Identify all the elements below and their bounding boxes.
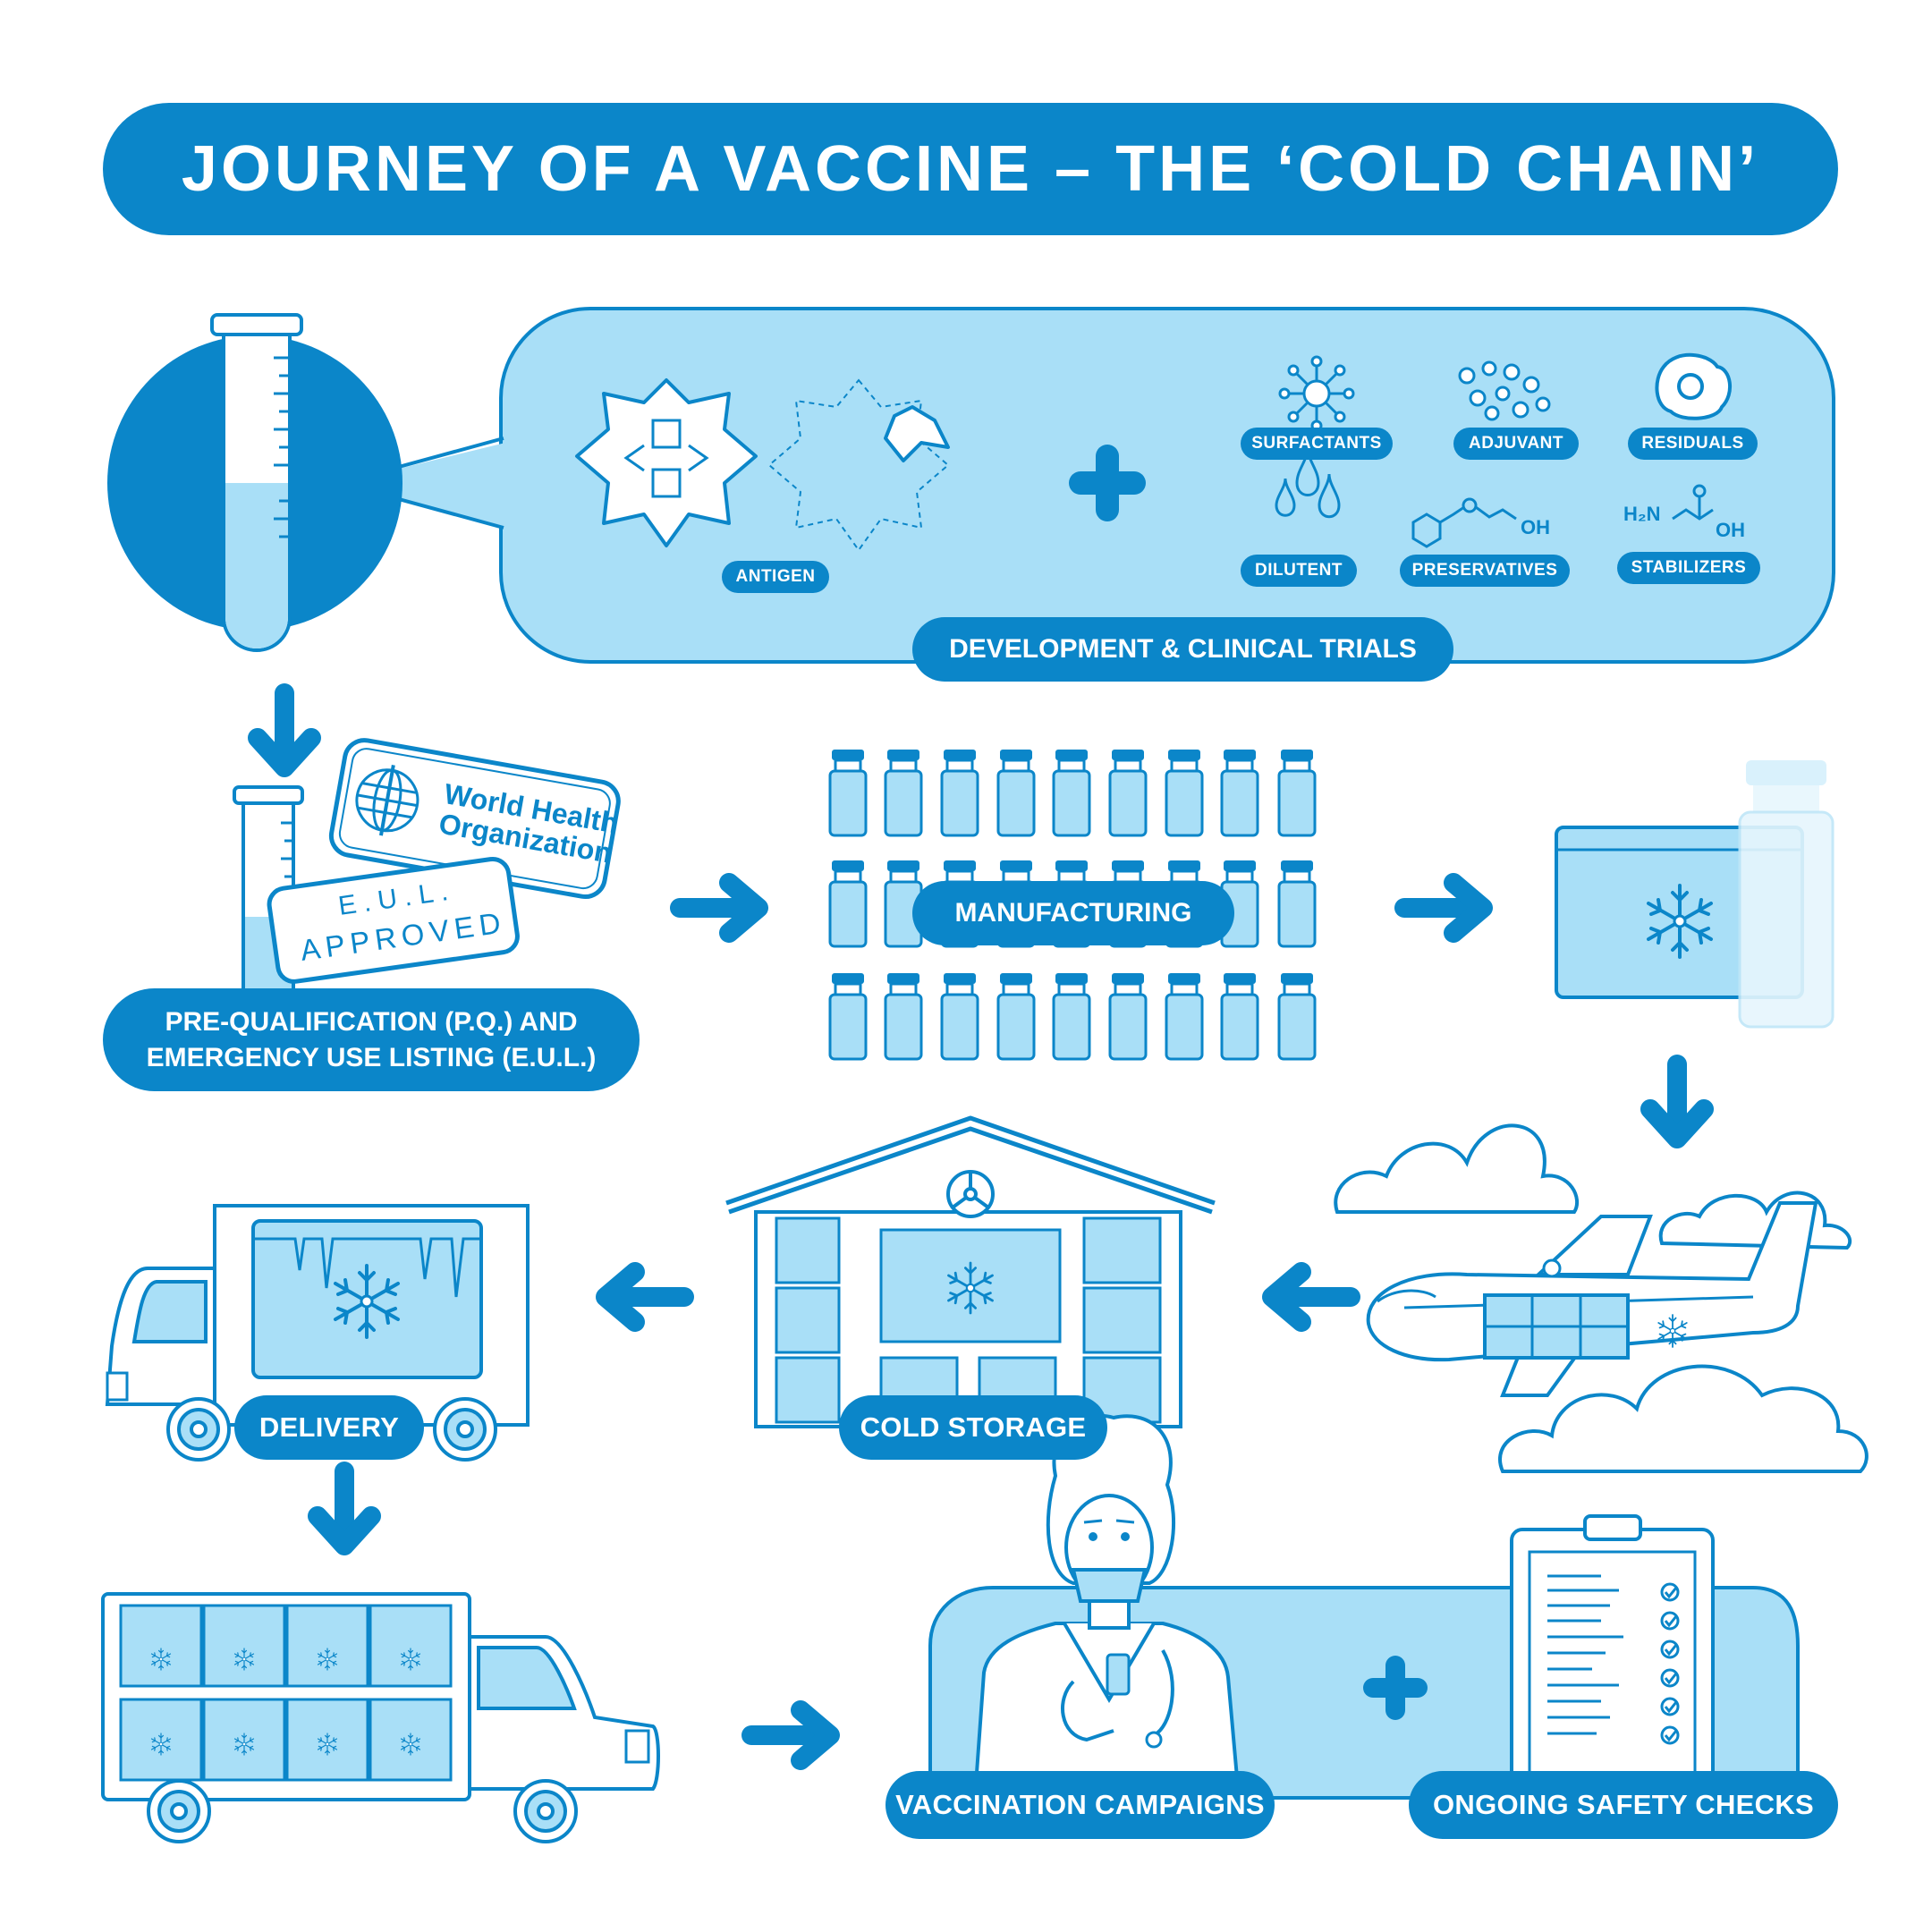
stabilizer-molecule-icon (1672, 484, 1714, 521)
clipboard-icon (1510, 1514, 1715, 1800)
page-title: JOURNEY OF A VACCINE – THE ‘COLD CHAIN’ (181, 133, 1760, 205)
airplane-icon (1366, 1201, 1818, 1397)
stabilizers-label: STABILIZERS (1617, 552, 1760, 584)
who-logo-icon (355, 765, 419, 836)
cooler-box-icon (1555, 760, 1835, 1029)
title-banner (103, 103, 1838, 235)
cloud-icon (1658, 1191, 1852, 1250)
truck-icon (101, 1592, 660, 1843)
h2n-label: H₂N (1623, 503, 1661, 525)
oh-label: OH (1521, 516, 1550, 538)
prequalification-line1: PRE-QUALIFICATION (P.Q.) AND (165, 1006, 578, 1037)
antigen-icon (575, 378, 950, 552)
plus-icon (1069, 445, 1146, 521)
arrow-down-icon (1650, 1064, 1704, 1139)
residual-egg-icon (1655, 352, 1733, 420)
arrow-right-icon (1404, 883, 1483, 933)
arrow-right-icon (680, 883, 758, 933)
antigen-label: ANTIGEN (722, 561, 829, 593)
preservative-molecule-icon (1411, 497, 1517, 548)
cloud-icon (1498, 1364, 1868, 1473)
oh-label: OH (1716, 519, 1745, 541)
prequalification-line2: EMERGENCY USE LISTING (E.U.L.) (146, 1042, 597, 1072)
residuals-label: RESIDUALS (1628, 428, 1758, 460)
arrow-right-icon (751, 1710, 830, 1760)
cold-storage-label: COLD STORAGE (839, 1395, 1107, 1460)
arrow-down-icon (318, 1471, 371, 1546)
safety-label: ONGOING SAFETY CHECKS (1409, 1771, 1838, 1839)
development-label: DEVELOPMENT & CLINICAL TRIALS (912, 617, 1453, 682)
delivery-label: DELIVERY (234, 1395, 424, 1460)
arrow-down-icon (258, 693, 311, 767)
arrow-left-icon (606, 1272, 684, 1322)
vaccination-label: VACCINATION CAMPAIGNS (886, 1771, 1275, 1839)
truck-icon (105, 1204, 530, 1462)
eul-stamp (267, 856, 520, 984)
prequalification-label: PRE-QUALIFICATION (P.Q.) AND EMERGENCY U… (103, 988, 640, 1091)
cloud-icon (1334, 1123, 1580, 1214)
surfactant-icon (1278, 355, 1355, 432)
diluent-drops-icon (1275, 446, 1341, 519)
preservatives-label: PRESERVATIVES (1400, 555, 1570, 587)
adjuvant-icon (1458, 360, 1551, 421)
plus-icon (1363, 1656, 1428, 1720)
arrow-left-icon (1272, 1272, 1351, 1322)
manufacturing-label: MANUFACTURING (912, 881, 1234, 945)
surfactants-label: SURFACTANTS (1241, 428, 1393, 460)
test-tube-icon (107, 313, 402, 652)
diluent-label: DILUTENT (1241, 555, 1357, 587)
warehouse-icon (725, 1115, 1216, 1428)
adjuvant-label: ADJUVANT (1453, 428, 1579, 460)
